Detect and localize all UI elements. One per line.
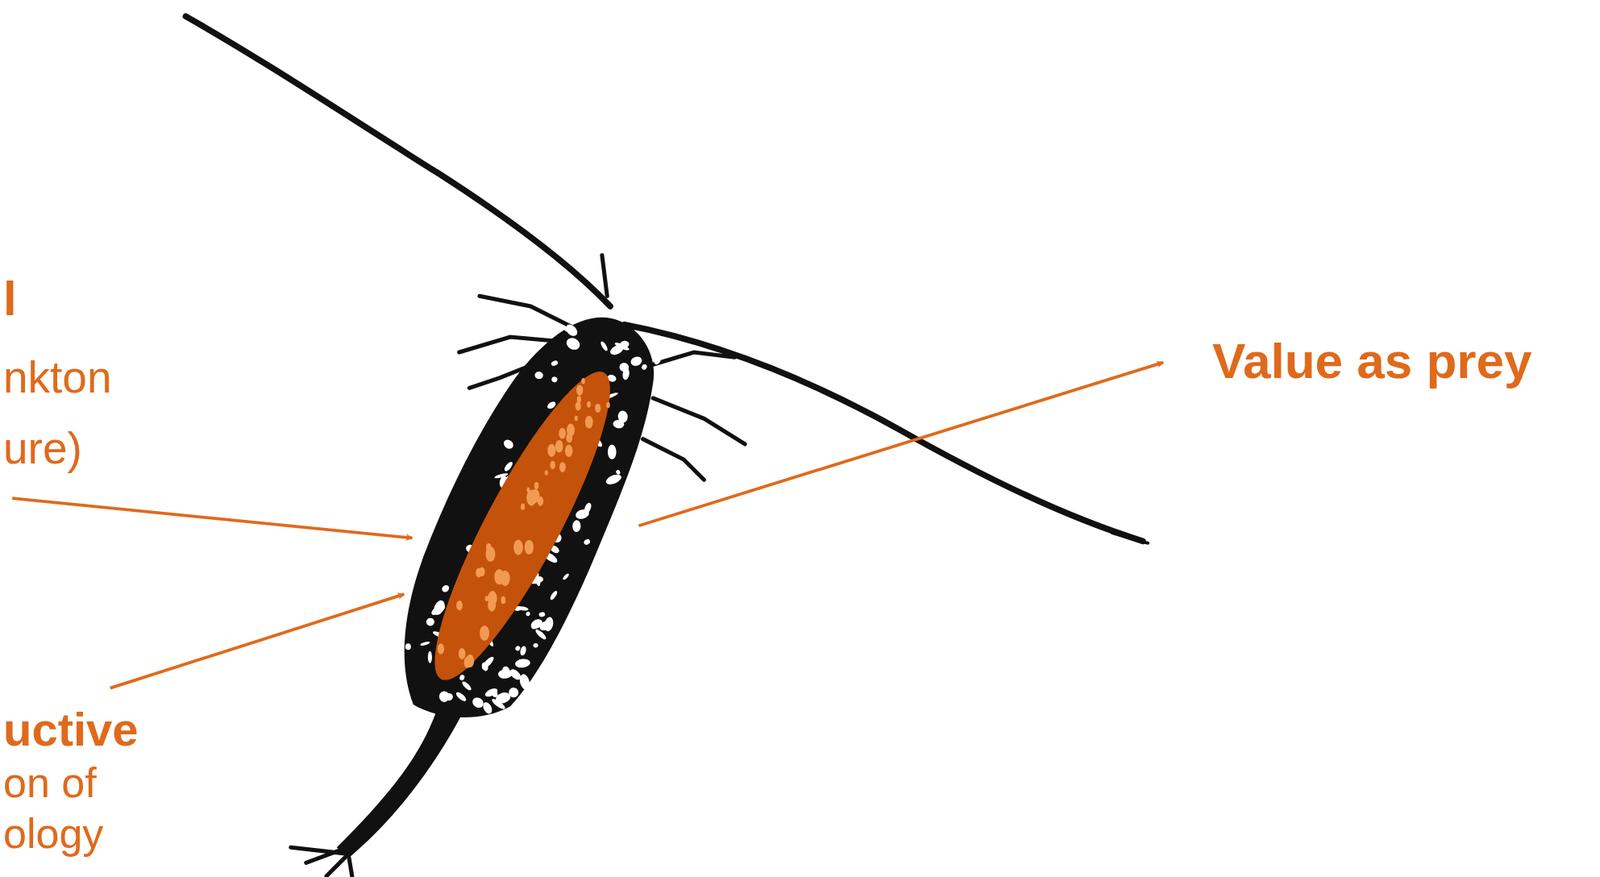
callout-label: Value as prey (1212, 332, 1592, 390)
antennae (185, 16, 1148, 544)
leader-arrows (12, 362, 1164, 689)
leader-line (638, 362, 1164, 527)
leader-line (12, 498, 412, 538)
description-fragment: nkton ure) (3, 341, 153, 484)
heading-fragment: l (3, 270, 100, 327)
description-fragment: on of ology (3, 757, 141, 861)
heading-fragment: uctive (3, 702, 213, 757)
copepod-body (290, 305, 669, 877)
leader-line (110, 594, 405, 689)
